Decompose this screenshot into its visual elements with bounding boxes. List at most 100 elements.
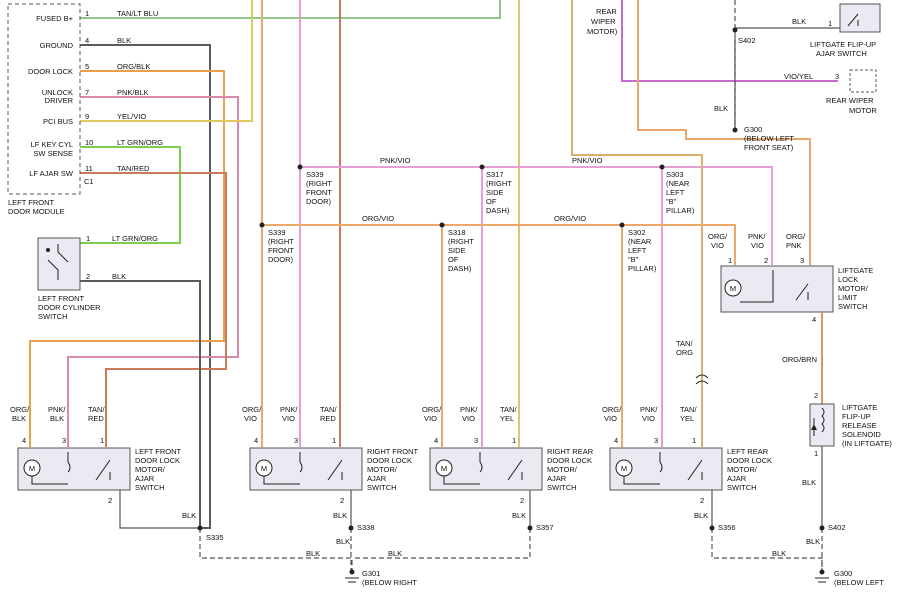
motor-p2: 3 xyxy=(654,436,658,445)
motor-w1b: VIO xyxy=(604,414,617,423)
motor-title-2: MOTOR/ xyxy=(727,465,758,474)
motor-title-0: RIGHT FRONT xyxy=(367,447,419,456)
tan-org-label-1: TAN/ xyxy=(676,339,693,348)
motor-title-0: LEFT FRONT xyxy=(135,447,182,456)
motor-p1: 4 xyxy=(22,436,26,445)
switch-arm-icon xyxy=(47,244,69,280)
lg-p1: 1 xyxy=(728,256,732,265)
motor-title-4: SWITCH xyxy=(727,483,757,492)
s303-1: S303 xyxy=(666,170,684,179)
bottom-blk-4: BLK xyxy=(336,537,350,546)
s302-3: LEFT xyxy=(628,246,647,255)
sol-blk-label-2: BLK xyxy=(806,537,820,546)
wiper-label-2: WIPER xyxy=(591,17,616,26)
wire-tan-org xyxy=(571,0,703,447)
s302-2: (NEAR xyxy=(628,237,652,246)
motor-splice: S335 xyxy=(206,533,224,542)
wire-yel-vio xyxy=(80,0,253,122)
sol-t3: RELEASE xyxy=(842,421,877,430)
pnk-vio-label-2: PNK/VIO xyxy=(572,156,603,165)
pin-label-sw-sense: SW SENSE xyxy=(33,149,73,158)
lg-motor-icon xyxy=(724,279,742,297)
motor-m-glyph: M xyxy=(261,464,267,473)
wire-tan-lt-blu xyxy=(80,0,501,19)
motor-p3: 1 xyxy=(512,436,516,445)
motor-title-4: SWITCH xyxy=(367,483,397,492)
wire-tan-red-lf xyxy=(80,172,227,447)
motor-w1b: VIO xyxy=(424,414,437,423)
motor-m-glyph: M xyxy=(29,464,35,473)
pin-label-pci-bus: PCI BUS xyxy=(43,117,73,126)
ground-dot-g300 xyxy=(732,127,738,133)
motor-p1: 4 xyxy=(434,436,438,445)
s318-4: OF xyxy=(448,255,459,264)
motor-w3b: RED xyxy=(320,414,336,423)
dash-s335-g301 xyxy=(199,528,353,570)
top-right-components: REAR WIPER MOTOR) S402 BLK 1 LIFTGATE FL… xyxy=(587,3,881,152)
g300-bottom-1: G300 xyxy=(834,569,852,578)
s339b-3: FRONT xyxy=(268,246,294,255)
motor-w1a: ORG/ xyxy=(10,405,30,414)
cyl-title-2: DOOR CYLINDER xyxy=(38,303,101,312)
s318-1: S318 xyxy=(448,228,466,237)
pin-num-7: 7 xyxy=(85,88,89,97)
wires xyxy=(29,0,845,529)
lg-t3: MOTOR/ xyxy=(838,284,869,293)
s302-5: PILLAR) xyxy=(628,264,657,273)
g300-top-1: G300 xyxy=(744,125,762,134)
ground-dot-g301 xyxy=(349,569,355,575)
motor-gnd-wire: BLK xyxy=(182,511,196,520)
s339a-4: DOOR) xyxy=(306,197,332,206)
motor-title-1: DOOR LOCK xyxy=(135,456,180,465)
splice-dot xyxy=(197,525,203,531)
pnk-vio-label-1: PNK/VIO xyxy=(380,156,411,165)
motor-p2: 3 xyxy=(294,436,298,445)
s318-label: S318 (RIGHT SIDE OF DASH) xyxy=(448,228,474,273)
motor-p1: 4 xyxy=(614,436,618,445)
module-outline xyxy=(7,3,81,195)
motor-m-glyph: M xyxy=(621,464,627,473)
rear-wiper-title-1: REAR WIPER xyxy=(826,96,874,105)
motor-p3: 1 xyxy=(332,436,336,445)
motor-title-3: AJAR xyxy=(367,474,387,483)
motor-w3b: RED xyxy=(88,414,104,423)
g300-top-3: FRONT SEAT) xyxy=(744,143,794,152)
lg-w1a: ORG/ xyxy=(708,232,728,241)
wire-cyl-blk xyxy=(80,280,201,528)
bottom-blk-2: BLK xyxy=(388,549,402,558)
sol-t4: SOLENOID xyxy=(842,430,881,439)
motor-p2: 3 xyxy=(474,436,478,445)
s339b-1: S339 xyxy=(268,228,286,237)
wire-label-lt-grn-org: LT GRN/ORG xyxy=(117,138,163,147)
vio-yel-label: VIO/YEL xyxy=(784,72,813,81)
lg-w2b: VIO xyxy=(751,241,764,250)
dash-s356-g300 xyxy=(711,528,823,570)
motor-w3a: TAN/ xyxy=(88,405,105,414)
s303-2: (NEAR xyxy=(666,179,690,188)
motor-title-1: DOOR LOCK xyxy=(547,456,592,465)
motor-w2b: VIO xyxy=(282,414,295,423)
lg-t1: LIFTGATE xyxy=(838,266,873,275)
lg-w2a: PNK/ xyxy=(748,232,766,241)
motor-switch-icon xyxy=(31,452,111,485)
motor-w1b: BLK xyxy=(12,414,26,423)
bottom-blk-1: BLK xyxy=(306,549,320,558)
s317-3: SIDE xyxy=(486,188,504,197)
splice-dot xyxy=(709,525,715,531)
motor-gnd-wire: BLK xyxy=(333,511,347,520)
connector-c1: C1 xyxy=(84,177,94,186)
sol-blk-label: BLK xyxy=(802,478,816,487)
cyl-wire-2: BLK xyxy=(112,272,126,281)
dash-s357-g301 xyxy=(352,528,531,559)
cyl-wire-1: LT GRN/ORG xyxy=(112,234,158,243)
pin-num-4: 4 xyxy=(85,36,89,45)
motor-p4: 2 xyxy=(700,496,704,505)
motor-title-3: AJAR xyxy=(135,474,155,483)
s339-org-label: S339 (RIGHT FRONT DOOR) xyxy=(268,228,294,264)
pin-label-unlock: UNLOCK xyxy=(42,88,73,97)
s318-5: DASH) xyxy=(448,264,472,273)
motor-p2: 3 xyxy=(62,436,66,445)
motor-switch-icon xyxy=(623,452,703,485)
motor-switch-icon xyxy=(443,452,523,485)
ground-icon-g300 xyxy=(815,577,829,583)
